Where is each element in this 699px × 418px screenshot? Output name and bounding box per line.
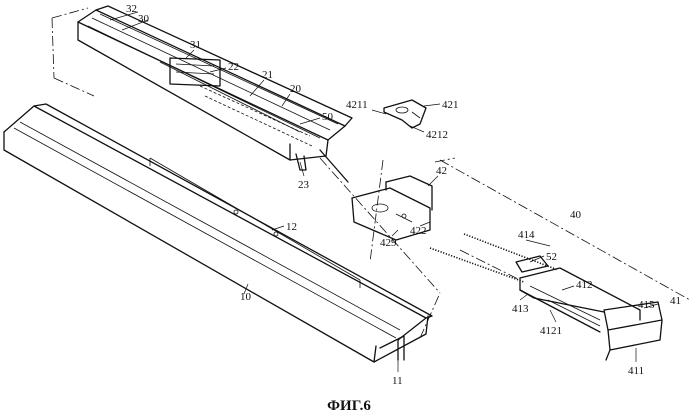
- figure-caption: ФИГ.6: [327, 398, 371, 414]
- label-414: 414: [518, 229, 535, 241]
- lower-channel-10: [4, 104, 432, 362]
- label-411: 411: [628, 365, 644, 377]
- label-10: 10: [240, 291, 252, 303]
- label-31: 31: [190, 39, 201, 51]
- label-50: 50: [322, 111, 334, 123]
- label-4212: 4212: [426, 129, 448, 141]
- label-23: 23: [298, 179, 310, 191]
- label-20: 20: [290, 83, 302, 95]
- spring-413: [430, 248, 524, 282]
- label-42: 42: [436, 165, 447, 177]
- label-429: 429: [380, 237, 397, 249]
- label-21: 21: [262, 69, 273, 81]
- label-40: 40: [570, 209, 582, 221]
- label-415: 415: [638, 299, 655, 311]
- label-412: 412: [576, 279, 593, 291]
- label-22: 22: [228, 61, 239, 73]
- label-11: 11: [392, 375, 403, 387]
- upper-rail-20: [78, 6, 352, 182]
- label-30: 30: [138, 13, 150, 25]
- label-12: 12: [286, 221, 297, 233]
- clip-421: [384, 100, 426, 128]
- label-422: 422: [410, 225, 427, 237]
- label-4121: 4121: [540, 325, 562, 337]
- label-52: 52: [546, 251, 557, 263]
- label-413: 413: [512, 303, 529, 315]
- label-421: 421: [442, 99, 459, 111]
- label-41: 41: [670, 295, 681, 307]
- label-32: 32: [126, 3, 137, 15]
- label-4211: 4211: [346, 99, 368, 111]
